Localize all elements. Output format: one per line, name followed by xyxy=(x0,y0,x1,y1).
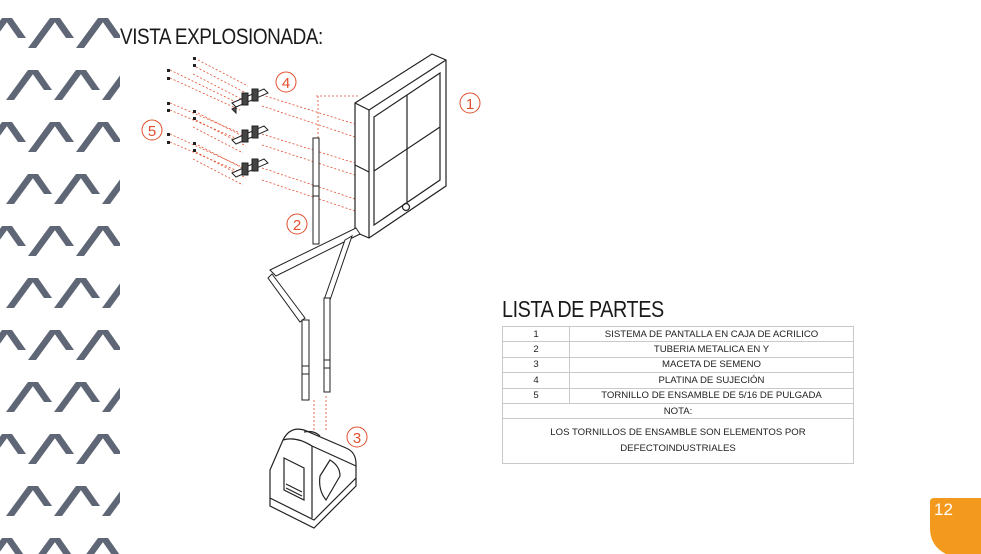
table-row: 4 PLATINA DE SUJECIÓN xyxy=(502,372,854,389)
part-name: TUBERIA METALICA EN Y xyxy=(569,341,854,358)
part-name: MACETA DE SEMENO xyxy=(569,356,854,374)
pattern-chevron xyxy=(102,491,120,516)
part-number: 5 xyxy=(502,387,570,404)
part-name: SISTEMA DE PANTALLA EN CAJA DE ACRILICO xyxy=(569,325,854,343)
callouts xyxy=(141,71,481,448)
page-number: 12 xyxy=(934,500,953,519)
callout-4-circle xyxy=(275,71,297,93)
callout-2-circle xyxy=(286,213,308,235)
pattern-chevron xyxy=(76,330,120,360)
callout-3-circle xyxy=(346,426,368,448)
pattern-chevron xyxy=(102,75,120,100)
pattern-chevron xyxy=(102,387,120,412)
part-number: 3 xyxy=(502,356,570,374)
note-line: LOS TORNILLOS DE ENSAMBLE SON ELEMENTOS … xyxy=(550,427,806,439)
part-name: TORNILLO DE ENSAMBLE DE 5/16 DE PULGADA xyxy=(569,387,854,404)
pattern-chevron xyxy=(54,70,100,100)
pattern-chevron xyxy=(86,538,120,554)
pattern-chevron xyxy=(102,179,120,204)
screen-box xyxy=(354,53,447,239)
pattern-chevron xyxy=(76,226,120,256)
pattern-chevron xyxy=(38,538,72,554)
note-line: DEFECTOINDUSTRIALES xyxy=(620,443,736,455)
pattern-chevron xyxy=(6,486,52,516)
pattern-chevron xyxy=(0,226,26,246)
pattern-chevron xyxy=(54,174,100,204)
note-row: LOS TORNILLOS DE ENSAMBLE SON ELEMENTOS … xyxy=(502,418,854,465)
pattern-chevron xyxy=(54,382,100,412)
table-row: 5 TORNILLO DE ENSAMBLE DE 5/16 DE PULGAD… xyxy=(502,387,854,404)
parts-list-title: LISTA DE PARTES xyxy=(502,296,664,322)
part-name: PLATINA DE SUJECIÓN xyxy=(569,372,854,389)
note-label: NOTA: xyxy=(502,402,854,420)
callout-1: 1 xyxy=(466,96,474,113)
table-row: 2 TUBERIA METALICA EN Y xyxy=(502,341,854,358)
pattern-chevron xyxy=(0,18,26,38)
callout-3: 3 xyxy=(353,430,361,447)
pattern-chevron xyxy=(28,434,74,464)
callout-2: 2 xyxy=(293,217,301,234)
pattern-chevron xyxy=(0,330,26,350)
pattern-chevron xyxy=(102,283,120,308)
page-title: VISTA EXPLOSIONADA: xyxy=(120,24,323,49)
page-number-badge xyxy=(930,498,981,554)
pattern-chevron xyxy=(6,174,52,204)
part-number: 2 xyxy=(502,341,570,358)
note-text: LOS TORNILLOS DE ENSAMBLE SON ELEMENTOS … xyxy=(502,418,854,465)
note-label-row: NOTA: xyxy=(502,402,854,420)
pattern-chevron xyxy=(76,122,120,152)
pattern-chevron xyxy=(76,434,120,464)
mounting-plates xyxy=(231,88,269,178)
pattern-chevron xyxy=(28,122,74,152)
callout-1-circle xyxy=(459,92,481,114)
pattern-chevron xyxy=(0,122,26,142)
table-row: 1 SISTEMA DE PANTALLA EN CAJA DE ACRILIC… xyxy=(502,325,854,343)
part-number: 4 xyxy=(502,372,570,389)
pattern-chevron xyxy=(28,18,74,48)
pattern-chevron xyxy=(54,278,100,308)
screws xyxy=(167,57,196,152)
pattern-chevron xyxy=(0,434,26,454)
pattern-chevron xyxy=(0,538,24,554)
table-row: 3 MACETA DE SEMENO xyxy=(502,356,854,374)
assembly-lines xyxy=(169,59,359,432)
y-tubing xyxy=(267,137,361,401)
pattern-chevron xyxy=(6,382,52,412)
callout-5-circle xyxy=(141,119,163,141)
part-number: 1 xyxy=(502,325,570,343)
pattern-chevron xyxy=(54,486,100,516)
pattern-chevron xyxy=(28,330,74,360)
decorative-pattern xyxy=(0,18,120,554)
parts-table: 1 SISTEMA DE PANTALLA EN CAJA DE ACRILIC… xyxy=(502,325,854,465)
pattern-chevron xyxy=(76,18,120,48)
pattern-chevron xyxy=(28,226,74,256)
pattern-chevron xyxy=(6,278,52,308)
callout-5: 5 xyxy=(148,123,156,140)
callout-4: 4 xyxy=(282,75,290,92)
planter xyxy=(269,428,357,529)
pattern-chevron xyxy=(6,70,52,100)
